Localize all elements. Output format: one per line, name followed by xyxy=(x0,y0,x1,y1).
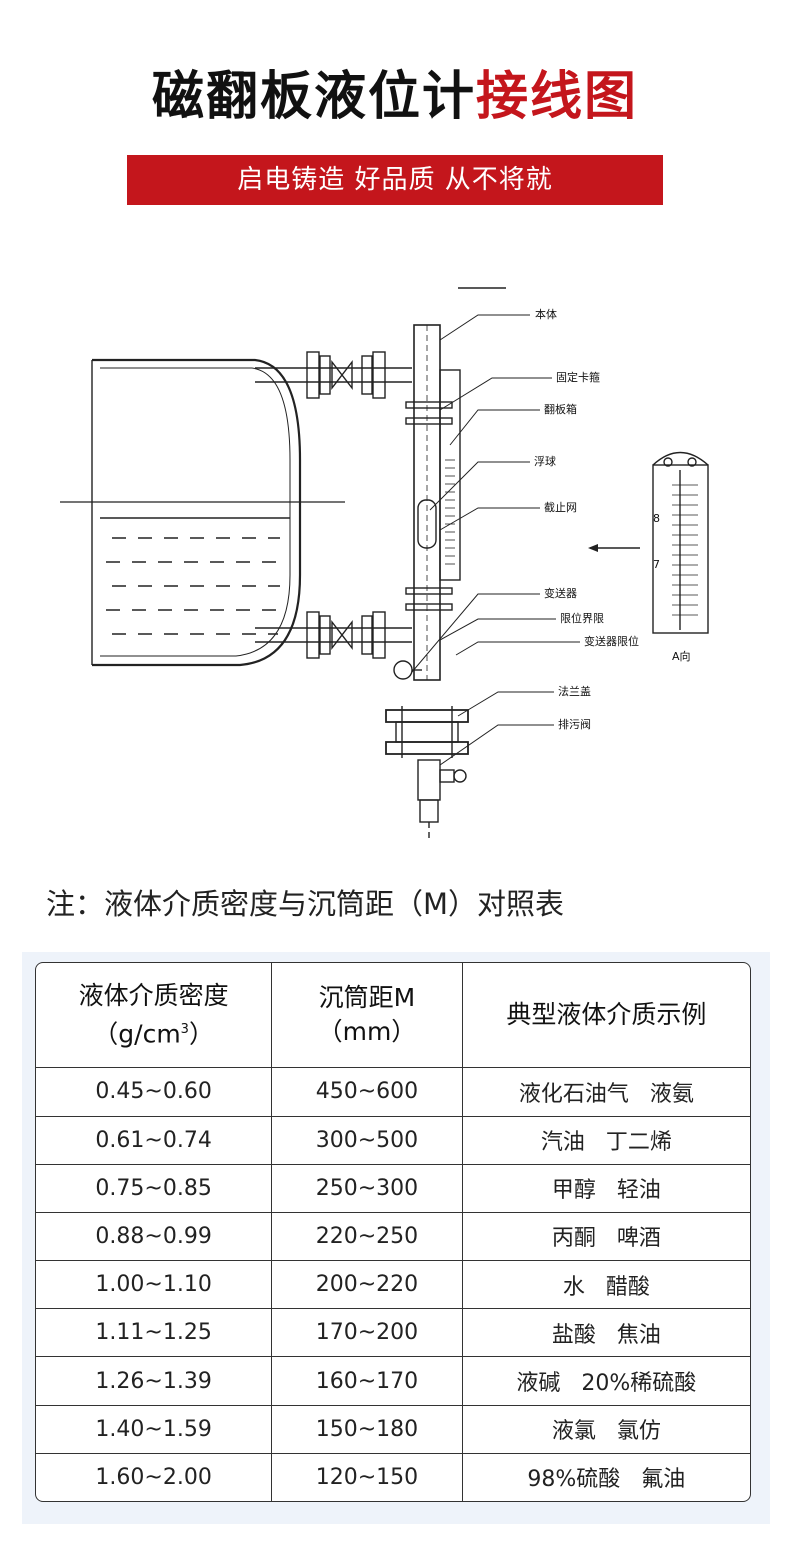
table-container: 液体介质密度 （g/cm3） 沉筒距M （mm） 典型液体介质示例 0.45~0… xyxy=(22,952,770,1524)
tank-wall-inner xyxy=(100,367,291,657)
scale-number-8: 8 xyxy=(653,512,660,525)
cell-examples: 汽油 丁二烯 xyxy=(462,1117,750,1165)
liquid-dashes xyxy=(106,537,282,635)
header-density-unit-prefix: （g/cm xyxy=(93,1019,181,1049)
header-density-line1: 液体介质密度 xyxy=(78,981,229,1011)
lower-valve xyxy=(331,619,353,651)
table-note: 注：液体介质密度与沉筒距（M）对照表 xyxy=(46,887,565,921)
wiring-diagram: 本体 固定卡箍 翻板箱 浮球 截止网 变送器 限位界限 变送器限位 法兰盖 排污… xyxy=(60,287,709,842)
table-row: 0.61~0.74 300~500 汽油 丁二烯 xyxy=(36,1116,750,1165)
cell-density: 1.26~1.39 xyxy=(36,1357,273,1406)
scale-number-7: 7 xyxy=(653,558,660,571)
table-row: 0.75~0.85 250~300 甲醇 轻油 xyxy=(36,1164,750,1213)
label-drain-valve: 排污阀 xyxy=(558,717,591,731)
cell-distance: 150~180 xyxy=(272,1405,463,1454)
cell-examples: 液氯 氯仿 xyxy=(462,1406,750,1454)
upper-valve xyxy=(331,359,353,391)
header-examples: 典型液体介质示例 xyxy=(462,963,750,1069)
float xyxy=(417,499,437,549)
leader-lines xyxy=(411,314,580,766)
label-flip-box: 翻板箱 xyxy=(544,402,577,416)
cell-density: 1.00~1.10 xyxy=(36,1261,273,1310)
label-float: 浮球 xyxy=(534,454,556,468)
drain-valve xyxy=(417,759,441,801)
cell-examples: 液化石油气 液氨 xyxy=(462,1068,750,1117)
label-body: 本体 xyxy=(535,307,557,321)
table-row: 1.00~1.10 200~220 水 醋酸 xyxy=(36,1261,750,1310)
label-stop-mesh: 截止网 xyxy=(544,500,577,514)
table-row: 1.60~2.00 120~150 98%硫酸 氟油 xyxy=(36,1453,750,1501)
table-row: 1.26~1.39 160~170 液碱 20%稀硫酸 xyxy=(36,1357,750,1406)
label-fixed-clamp: 固定卡箍 xyxy=(556,370,600,384)
title-red-part: 接线图 xyxy=(476,67,639,127)
cell-density: 0.45~0.60 xyxy=(36,1068,273,1117)
table-row: 0.45~0.60 450~600 液化石油气 液氨 xyxy=(36,1068,750,1117)
cell-density: 1.60~2.00 xyxy=(36,1453,273,1501)
lower-flange-left xyxy=(306,611,320,659)
table-row: 1.40~1.59 150~180 液氯 氯仿 xyxy=(36,1405,750,1454)
cell-examples: 甲醇 轻油 xyxy=(462,1165,750,1213)
cell-density: 0.61~0.74 xyxy=(36,1116,273,1165)
cell-density: 0.88~0.99 xyxy=(36,1212,273,1262)
cell-distance: 450~600 xyxy=(272,1068,463,1117)
density-table: 液体介质密度 （g/cm3） 沉筒距M （mm） 典型液体介质示例 0.45~0… xyxy=(35,962,751,1502)
cell-examples: 丙酮 啤酒 xyxy=(462,1213,750,1262)
table-header-row: 液体介质密度 （g/cm3） 沉筒距M （mm） 典型液体介质示例 xyxy=(36,963,750,1069)
label-transmitter: 变送器 xyxy=(544,586,577,600)
label-flange-cover: 法兰盖 xyxy=(558,684,591,698)
label-limit: 限位界限 xyxy=(560,611,604,625)
cell-density: 1.40~1.59 xyxy=(36,1405,273,1454)
slogan-banner: 启电铸造 好品质 从不将就 xyxy=(127,155,663,205)
header-density-unit-sup: 3 xyxy=(180,1022,189,1038)
cell-examples: 98%硫酸 氟油 xyxy=(527,1467,686,1493)
label-transmitter-limit: 变送器限位 xyxy=(584,634,639,648)
bottom-flange xyxy=(385,709,469,723)
scale-caption: A向 xyxy=(672,649,691,663)
cell-examples: 液碱 20%稀硫酸 xyxy=(462,1357,750,1406)
upper-flange-left xyxy=(306,351,320,399)
cell-distance: 160~170 xyxy=(272,1357,463,1406)
header-density-unit-suffix: ） xyxy=(188,1019,214,1049)
cell-density: 0.75~0.85 xyxy=(36,1164,273,1213)
scale-panel xyxy=(652,464,709,634)
cell-distance: 170~200 xyxy=(272,1309,463,1358)
cell-examples: 盐酸 焦油 xyxy=(462,1309,750,1358)
cell-distance: 200~220 xyxy=(272,1261,463,1310)
title-black-part: 磁翻板液位计 xyxy=(151,67,476,127)
cell-examples: 水 醋酸 xyxy=(462,1261,750,1310)
table-row: 1.11~1.25 170~200 盐酸 焦油 xyxy=(36,1309,750,1358)
transmitter xyxy=(393,660,413,680)
tank-outline xyxy=(92,358,302,667)
cell-distance: 120~150 xyxy=(272,1453,463,1501)
cell-distance: 220~250 xyxy=(272,1212,463,1262)
header-distance-line2: （mm） xyxy=(317,1017,417,1047)
header-distance-line1: 沉筒距M xyxy=(318,983,416,1013)
fixed-clamps xyxy=(405,401,453,611)
cell-distance: 250~300 xyxy=(272,1164,463,1213)
header-distance: 沉筒距M （mm） xyxy=(272,963,463,1069)
table-row: 0.88~0.99 220~250 丙酮 啤酒 xyxy=(36,1212,750,1262)
flip-box xyxy=(439,369,461,581)
cell-density: 1.11~1.25 xyxy=(36,1309,273,1358)
header-density: 液体介质密度 （g/cm3） xyxy=(36,963,273,1069)
cell-distance: 300~500 xyxy=(272,1116,463,1165)
page-title: 磁翻板液位计接线图 xyxy=(0,62,790,132)
